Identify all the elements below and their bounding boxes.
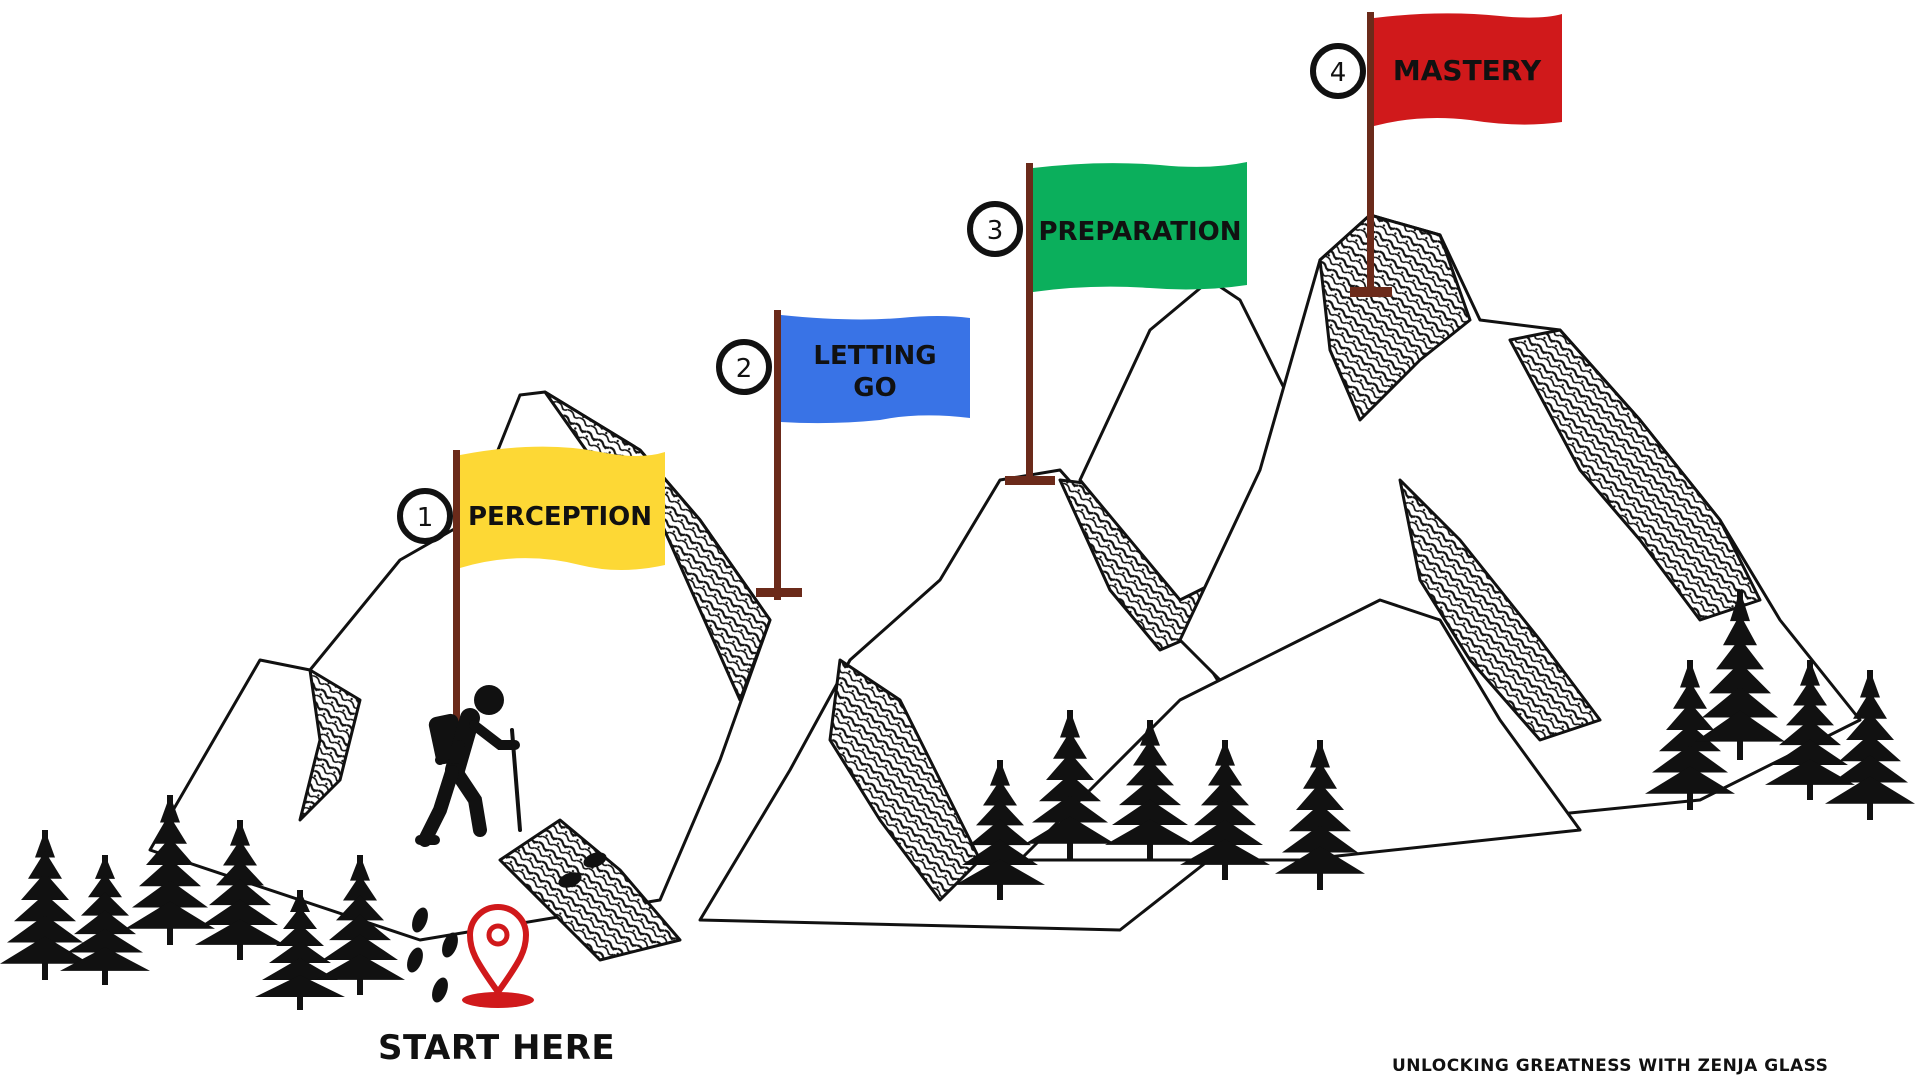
flag-pole-4	[1367, 12, 1374, 292]
pine-tree-icon	[1105, 720, 1195, 860]
step-badge-4: 4	[1310, 43, 1366, 99]
mountain-left-shadow-2	[298, 668, 362, 822]
flag-1: PERCEPTION	[460, 446, 665, 570]
pine-tree-icon	[1695, 590, 1785, 760]
footprint-icon	[558, 872, 582, 888]
pine-tree-icon	[0, 830, 90, 980]
forest	[0, 590, 1915, 1010]
flag-4: MASTERY	[1374, 13, 1562, 126]
step-badge-3-number: 3	[987, 216, 1004, 246]
step-badge-2-number: 2	[736, 354, 753, 384]
flag-pole-3-base	[1005, 476, 1055, 485]
pine-tree-icon	[255, 890, 345, 1010]
hiker-icon	[415, 685, 522, 847]
mountain-right-shadow	[1318, 213, 1472, 422]
step-badge-4-number: 4	[1330, 58, 1347, 88]
flag-3-cloth	[1033, 162, 1247, 292]
mountain-right-shadow-3	[1398, 478, 1602, 742]
flag-2-cloth	[781, 315, 970, 424]
step-badge-1: 1	[397, 488, 453, 544]
flag-4-label: MASTERY	[1393, 54, 1542, 87]
flag-pole-3	[1026, 163, 1033, 483]
pine-tree-icon	[1825, 670, 1915, 820]
flag-4-cloth	[1374, 13, 1562, 126]
step-badge-2: 2	[716, 339, 772, 395]
flag-1-label: PERCEPTION	[468, 502, 652, 532]
pine-tree-icon	[195, 820, 285, 960]
footer-credit: UNLOCKING GREATNESS WITH ZENJA GLASS	[1392, 1056, 1829, 1076]
step-badge-1-number: 1	[417, 503, 434, 533]
flag-pole-4-base	[1350, 287, 1392, 297]
pine-tree-icon	[1645, 660, 1735, 810]
flag-2: LETTING GO	[781, 315, 970, 424]
footprint-icon	[432, 977, 448, 1003]
flag-3: PREPARATION	[1033, 162, 1247, 292]
flag-1-cloth	[460, 446, 665, 570]
pine-tree-icon	[125, 795, 215, 945]
flag-pole-2	[774, 310, 781, 600]
step-badge-3: 3	[967, 201, 1023, 257]
location-pin-icon	[462, 904, 534, 1008]
flag-poles	[453, 12, 1392, 730]
pine-tree-icon	[1180, 740, 1270, 880]
footprint-icon	[412, 907, 428, 933]
pine-tree-icon	[1025, 710, 1115, 860]
pine-tree-icon	[1765, 660, 1855, 800]
pine-tree-icon	[955, 760, 1045, 900]
flag-2-label-line1: LETTING	[813, 341, 936, 371]
footprint-icon	[407, 947, 423, 973]
flag-2-label-line2: GO	[853, 373, 896, 403]
flag-pole-2-base	[756, 588, 802, 597]
footprint-trail	[407, 852, 607, 1003]
pine-tree-icon	[1275, 740, 1365, 890]
mountain-left-shoulder	[498, 818, 682, 962]
footprint-icon	[583, 852, 607, 868]
pine-tree-icon	[315, 855, 405, 995]
footprint-icon	[442, 932, 458, 958]
flag-pole-1	[453, 450, 460, 730]
pine-tree-icon	[60, 855, 150, 985]
mountain-right-shadow-2	[1508, 328, 1762, 622]
mountain-saddle-shadow	[828, 658, 982, 902]
flag-3-label: PREPARATION	[1038, 217, 1241, 247]
start-here-label: START HERE	[378, 1028, 616, 1068]
